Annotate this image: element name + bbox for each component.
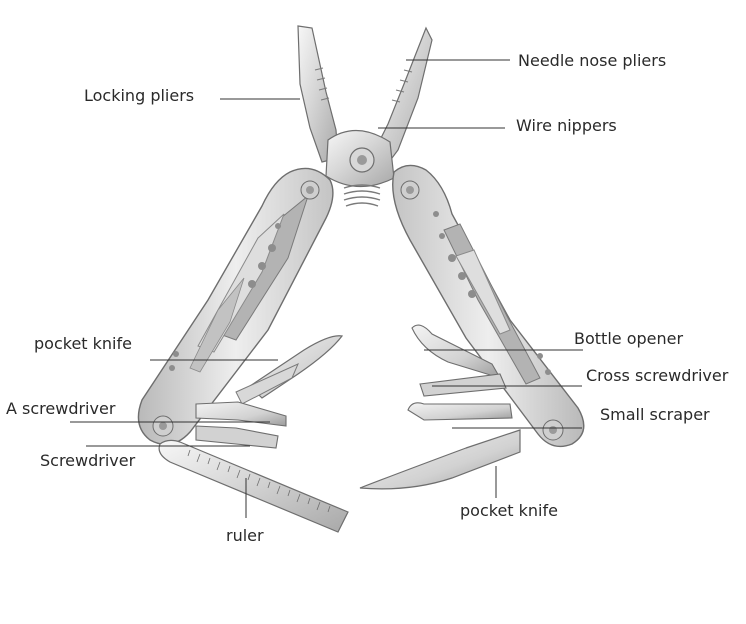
jaw-serrations bbox=[314, 67, 413, 103]
label-cross-screwdriver: Cross screwdriver bbox=[586, 366, 729, 385]
label-pocket-knife-right: pocket knife bbox=[460, 501, 558, 520]
a-screwdriver-tool bbox=[195, 401, 287, 427]
pivot-screw-center bbox=[357, 155, 367, 165]
left-handle bbox=[137, 167, 334, 446]
label-ruler: ruler bbox=[226, 526, 264, 545]
ruler-tool bbox=[158, 439, 349, 533]
pliers-jaws bbox=[297, 25, 433, 207]
label-screwdriver: Screwdriver bbox=[40, 451, 136, 470]
ruler-ticks bbox=[187, 449, 331, 513]
screwdriver-tool bbox=[195, 425, 279, 449]
right-tools bbox=[359, 324, 521, 490]
left-tools bbox=[158, 335, 349, 533]
label-needle-nose-pliers: Needle nose pliers bbox=[518, 51, 667, 70]
label-a-screwdriver: A screwdriver bbox=[6, 399, 116, 418]
leader-lines bbox=[70, 59, 583, 518]
right-handle bbox=[392, 164, 585, 448]
small-scraper-tool bbox=[407, 402, 513, 421]
cross-screwdriver-tool bbox=[419, 373, 507, 397]
label-locking-pliers: Locking pliers bbox=[84, 86, 195, 105]
right-pocket-knife-blade bbox=[359, 429, 521, 490]
label-small-scraper: Small scraper bbox=[600, 405, 710, 424]
label-pocket-knife-left: pocket knife bbox=[34, 334, 132, 353]
left-blade-secondary bbox=[235, 363, 299, 405]
label-wire-nippers: Wire nippers bbox=[516, 116, 617, 135]
bottle-opener-tool bbox=[411, 324, 502, 379]
label-bottle-opener: Bottle opener bbox=[574, 329, 684, 348]
spring-coil bbox=[343, 184, 381, 207]
